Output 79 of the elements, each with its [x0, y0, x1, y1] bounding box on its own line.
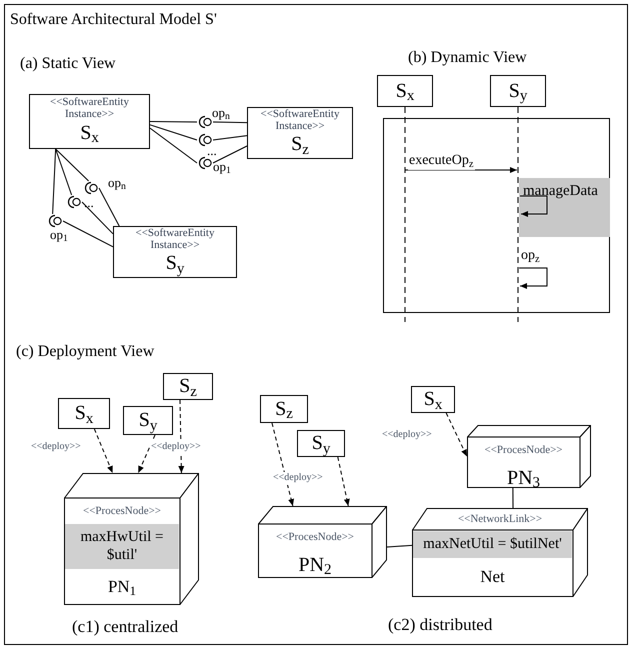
- arrow: [178, 400, 184, 474]
- arrow: [138, 434, 156, 474]
- activation-region: [519, 178, 610, 237]
- node-name: PN$_{3}$: [506, 466, 540, 492]
- entity-box: [123, 406, 173, 435]
- stereotype-label: <<SoftwareEntity Instance>>: [48, 97, 130, 121]
- connector-line: [98, 188, 120, 226]
- section-label: (c1) centralized: [72, 616, 178, 638]
- entity-box: [29, 94, 150, 149]
- edge-label: <<deploy>>: [272, 472, 324, 484]
- section-label: (b) Dynamic View: [408, 48, 527, 68]
- arrow: [518, 268, 548, 289]
- section-label: (a) Static View: [20, 54, 116, 74]
- entity-name: S$_{y}$: [312, 431, 330, 456]
- connector-line: [52, 148, 56, 214]
- edge-label: <<deploy>>: [381, 429, 433, 442]
- operation-label: ...: [207, 144, 217, 157]
- entity-name: S$_{x}$: [80, 120, 99, 146]
- diagram-title: Software Architectural Model S': [10, 10, 217, 30]
- stereotype-label: <<ProcesNode>>: [484, 443, 564, 458]
- entity-box: [411, 386, 455, 413]
- connector-line: [150, 124, 198, 140]
- edge-label: executeOp$_{z}$: [408, 152, 475, 170]
- entity-box: [113, 226, 237, 278]
- connector-line: [212, 122, 248, 124]
- operation-label: op$_{n}$: [212, 106, 230, 119]
- connector-line: [512, 488, 514, 508]
- entity-box: [247, 107, 353, 159]
- operation-label: op$_{1}$: [213, 160, 231, 173]
- operation-label: op$_{n}$: [108, 176, 126, 189]
- attribute-label: maxHwUtil = $util': [65, 524, 179, 569]
- arrow: [337, 456, 350, 506]
- node-name: PN$_{1}$: [108, 576, 136, 600]
- connector-line: [386, 544, 412, 548]
- arrow: [272, 422, 294, 506]
- arrow: [94, 428, 114, 474]
- entity-box: [260, 395, 308, 423]
- entity-box: [297, 430, 345, 457]
- entity-name: S$_{y}$: [138, 408, 158, 433]
- stereotype-label: <<SoftwareEntity Instance>>: [259, 108, 340, 132]
- provided-required-interface-icon: [83, 181, 99, 195]
- attribute-label: maxNetUtil = $utilNet': [413, 531, 572, 558]
- stereotype-label: <<ProcesNode>>: [275, 530, 355, 545]
- arrow: [446, 412, 468, 457]
- connector-line: [82, 202, 114, 234]
- entity-name: S$_{y}$: [508, 78, 528, 104]
- provided-required-interface-icon: [197, 156, 213, 170]
- connector-line: [212, 146, 248, 164]
- section-label: (c2) distributed: [388, 614, 492, 636]
- node-name: Net: [480, 566, 505, 588]
- connector-line: [62, 220, 114, 248]
- provided-required-interface-icon: [197, 115, 213, 129]
- entity-name: S$_{x}$: [74, 401, 94, 426]
- connector-line: [212, 135, 248, 140]
- entity-name: S$_{x}$: [396, 78, 414, 104]
- provided-required-interface-icon: [66, 195, 82, 209]
- operation-label: op$_{1}$: [50, 228, 68, 241]
- operation-label: manageData: [523, 182, 599, 201]
- entity-name: S$_{z}$: [291, 132, 309, 158]
- connector-line: [55, 148, 72, 196]
- edge-label: <<deploy>>: [30, 441, 82, 454]
- entity-name: S$_{x}$: [424, 387, 442, 412]
- stereotype-label: <<NetworkLink>>: [458, 512, 542, 527]
- edge-label: <<deploy>>: [150, 441, 202, 454]
- node-name: PN$_{2}$: [298, 552, 332, 580]
- entity-box: [163, 373, 213, 400]
- stereotype-label: <<SoftwareEntity Instance>>: [134, 228, 216, 252]
- provided-required-interface-icon: [197, 133, 213, 147]
- connector-line: [55, 148, 90, 182]
- provided-required-interface-icon: [47, 214, 63, 228]
- connector-line: [150, 128, 198, 164]
- connector-line: [150, 121, 198, 122]
- entity-name: S$_{z}$: [179, 374, 197, 399]
- arrow: [404, 167, 518, 173]
- entity-name: S$_{z}$: [275, 396, 293, 422]
- entity-box: [58, 398, 110, 429]
- entity-name: S$_{y}$: [166, 251, 184, 276]
- stereotype-label: <<ProcesNode>>: [82, 504, 162, 519]
- section-label: (c) Deployment View: [16, 342, 154, 362]
